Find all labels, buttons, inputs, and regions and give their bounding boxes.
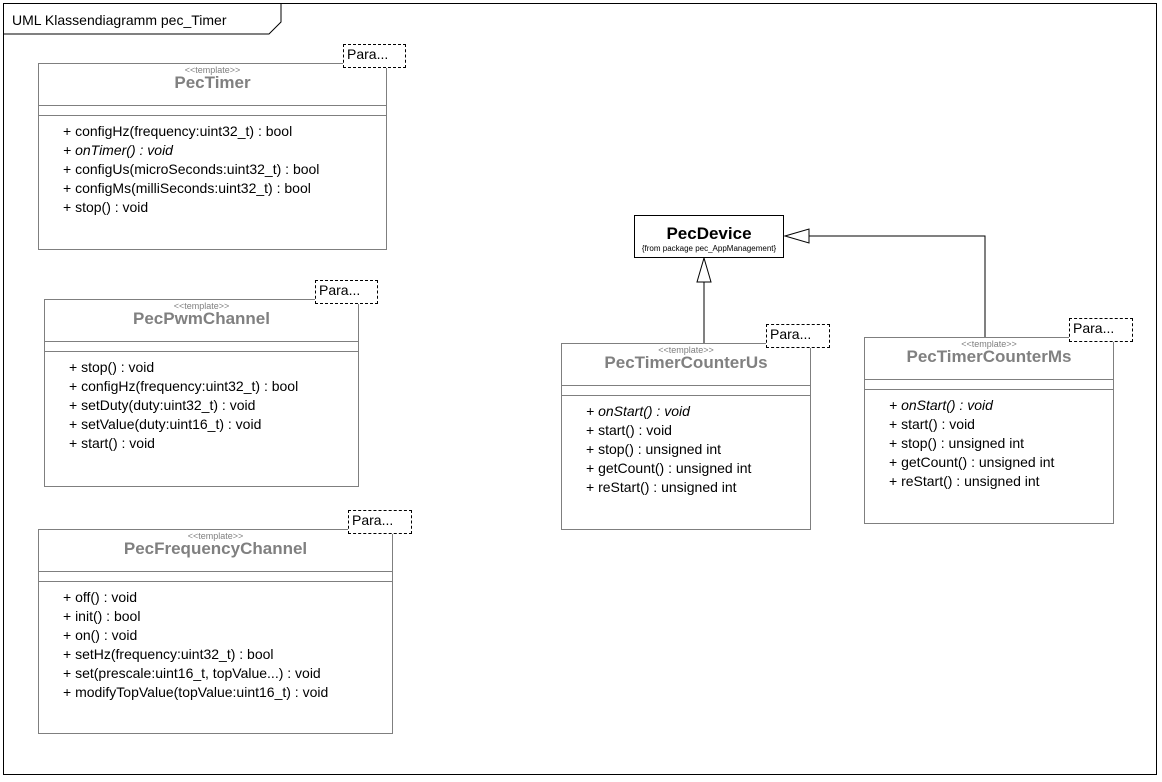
- template-parameter-box[interactable]: Para...: [343, 44, 406, 68]
- operation: + init() : bool: [63, 608, 141, 624]
- frame-title-tab: [4, 4, 282, 35]
- operation: + configHz(frequency:uint32_t) : bool: [69, 378, 299, 394]
- operation-abstract: + onStart() : void: [586, 403, 690, 419]
- stereotype-label: <<template>>: [187, 531, 244, 541]
- operation: + on() : void: [63, 627, 138, 643]
- attribute-compartment: [39, 106, 386, 116]
- attribute-compartment: [865, 380, 1113, 390]
- class-pecdevice[interactable]: PecDevice {from package pec_AppManagemen…: [634, 215, 784, 258]
- operation-compartment: + onStart() : void + start() : void + st…: [865, 390, 1113, 491]
- operation: + getCount() : unsigned int: [586, 460, 752, 476]
- operation: + start() : void: [586, 422, 672, 438]
- stereotype-label: <<template>>: [173, 301, 230, 311]
- class-name: PecTimerCounterUs: [604, 353, 768, 372]
- diagram-title: UML Klassendiagramm pec_Timer: [12, 12, 227, 28]
- operation: + stop() : void: [69, 359, 155, 375]
- template-parameter-box[interactable]: Para...: [1069, 318, 1133, 342]
- template-parameter-box[interactable]: Para...: [766, 324, 830, 348]
- operation-compartment: + stop() : void + configHz(frequency:uin…: [45, 352, 358, 453]
- operation: + setHz(frequency:uint32_t) : bool: [63, 646, 274, 662]
- operation-compartment: + off() : void + init() : bool + on() : …: [39, 582, 392, 702]
- class-header: <<template>> PecPwmChannel: [45, 300, 358, 342]
- operation: + configHz(frequency:uint32_t) : bool: [63, 123, 293, 139]
- operation: + setDuty(duty:uint32_t) : void: [69, 397, 256, 413]
- operation: + stop() : unsigned int: [586, 441, 722, 457]
- class-name: PecPwmChannel: [133, 309, 270, 328]
- operation-compartment: + onStart() : void + start() : void + st…: [562, 396, 810, 497]
- class-header: <<template>> PecTimerCounterMs: [865, 338, 1113, 380]
- operation-abstract: + onTimer() : void: [63, 142, 173, 158]
- operation: + off() : void: [63, 589, 138, 605]
- operation: + start() : void: [69, 435, 155, 451]
- class-name: PecDevice: [666, 224, 752, 243]
- attribute-compartment: [45, 342, 358, 352]
- operation: + reStart() : unsigned int: [586, 479, 737, 495]
- generalization-arrowhead-us: [696, 256, 712, 283]
- package-label: {from package pec_AppManagement}: [641, 244, 777, 253]
- operation: + stop() : unsigned int: [889, 435, 1025, 451]
- class-pecfrequencychannel[interactable]: <<template>> PecFrequencyChannel + off()…: [38, 529, 393, 734]
- stereotype-label: <<template>>: [961, 339, 1017, 349]
- class-header: <<template>> PecTimerCounterUs: [562, 344, 810, 386]
- class-pectimercounterms[interactable]: <<template>> PecTimerCounterMs + onStart…: [864, 337, 1114, 524]
- generalization-arrowhead-ms: [783, 228, 810, 244]
- operation: + getCount() : unsigned int: [889, 454, 1055, 470]
- class-header: <<template>> PecTimer: [39, 64, 386, 106]
- operation-compartment: + configHz(frequency:uint32_t) : bool + …: [39, 116, 386, 217]
- operation: + setValue(duty:uint16_t) : void: [69, 416, 262, 432]
- template-parameter-box[interactable]: Para...: [348, 510, 412, 534]
- operation: + modifyTopValue(topValue:uint16_t) : vo…: [63, 684, 329, 700]
- diagram-frame: UML Klassendiagramm pec_Timer: [3, 3, 1157, 775]
- class-name: PecTimer: [174, 73, 251, 92]
- class-header: <<template>> PecFrequencyChannel: [39, 530, 392, 572]
- attribute-compartment: [562, 386, 810, 396]
- operation: + set(prescale:uint16_t, topValue...) : …: [63, 665, 321, 681]
- stereotype-label: <<template>>: [184, 65, 241, 75]
- operation: + start() : void: [889, 416, 975, 432]
- class-pecpwmchannel[interactable]: <<template>> PecPwmChannel + stop() : vo…: [44, 299, 359, 487]
- attribute-compartment: [39, 572, 392, 582]
- class-name: PecFrequencyChannel: [123, 539, 308, 558]
- operation: + configUs(microSeconds:uint32_t) : bool: [63, 161, 320, 177]
- stereotype-label: <<template>>: [658, 345, 714, 355]
- class-pectimer[interactable]: <<template>> PecTimer + configHz(frequen…: [38, 63, 387, 250]
- class-name: PecTimerCounterMs: [906, 347, 1072, 366]
- generalization-line-ms: [809, 235, 986, 337]
- template-parameter-box[interactable]: Para...: [315, 280, 378, 304]
- operation: + reStart() : unsigned int: [889, 473, 1040, 489]
- class-pectimercounterus[interactable]: <<template>> PecTimerCounterUs + onStart…: [561, 343, 811, 530]
- operation: + stop() : void: [63, 199, 149, 215]
- operation-abstract: + onStart() : void: [889, 397, 993, 413]
- operation: + configMs(milliSeconds:uint32_t) : bool: [63, 180, 311, 196]
